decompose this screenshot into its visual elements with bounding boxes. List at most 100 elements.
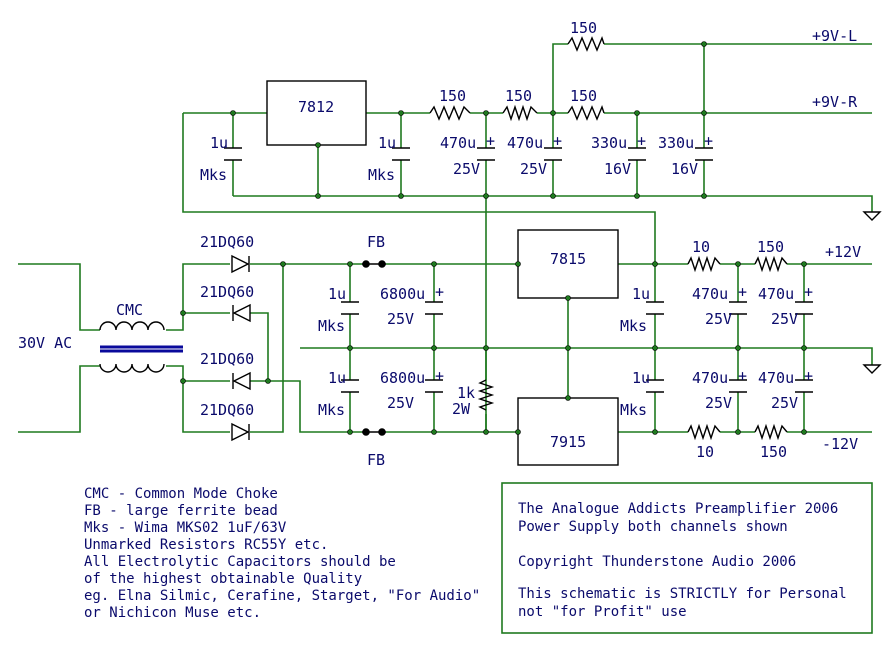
- ground-symbol-top: [862, 211, 882, 221]
- cap-value: 1u: [632, 285, 650, 303]
- cap-470u-neg-a: [729, 379, 747, 393]
- cap-voltage: 25V: [453, 160, 480, 178]
- devices: [99, 36, 882, 466]
- cap-polarity: +: [553, 132, 562, 150]
- cap-value: 470u: [507, 134, 543, 152]
- resistor-value: 150: [439, 87, 466, 105]
- cap-type: Mks: [620, 401, 647, 419]
- note-line: of the highest obtainable Quality: [84, 571, 362, 587]
- cap-polarity: +: [804, 283, 813, 301]
- note-line: FB - large ferrite bead: [84, 503, 278, 519]
- diode-label: 21DQ60: [200, 283, 254, 301]
- cap-polarity: +: [804, 367, 813, 385]
- cap-470u-pos-b: [795, 301, 813, 315]
- cap-type: Mks: [200, 166, 227, 184]
- cap-value: 470u: [692, 285, 728, 303]
- cap-value: 470u: [758, 285, 794, 303]
- resistor-150-c: [567, 105, 605, 121]
- common-mode-choke: [99, 321, 183, 373]
- title-line: The Analogue Addicts Preamplifier 2006: [518, 501, 838, 517]
- regulator-label-7915: 7915: [550, 433, 586, 451]
- license-line: This schematic is STRICTLY for Personal: [518, 586, 847, 602]
- subtitle-line: Power Supply both channels shown: [518, 519, 788, 535]
- resistor-150-pos: [754, 255, 788, 273]
- note-line: or Nichicon Muse etc.: [84, 605, 261, 621]
- cap-voltage: 25V: [771, 310, 798, 328]
- resistor-150-a: [429, 105, 471, 121]
- cap-mks-pos-in: [341, 301, 359, 315]
- cap-mks-7812-in: [224, 147, 242, 161]
- resistor-150-b: [502, 104, 538, 122]
- cap-value: 1u: [328, 369, 346, 387]
- cap-voltage: 16V: [604, 160, 631, 178]
- resistor-value: 150: [570, 87, 597, 105]
- cap-470u-b: [544, 147, 562, 161]
- cap-voltage: 25V: [705, 310, 732, 328]
- cap-value: 330u: [658, 134, 694, 152]
- rail-label-plus9-left: +9V-L: [812, 27, 857, 45]
- cap-voltage: 25V: [520, 160, 547, 178]
- diode-label: 21DQ60: [200, 401, 254, 419]
- diode-label: 21DQ60: [200, 233, 254, 251]
- regulator-7915: [517, 397, 619, 466]
- cap-6800u-neg: [425, 379, 443, 393]
- bleeder-resistor-power: 2W: [452, 400, 471, 418]
- resistor-value: 150: [760, 443, 787, 461]
- ground-symbol-mid: [862, 364, 882, 374]
- cap-value: 470u: [440, 134, 476, 152]
- resistor-10-pos: [687, 255, 721, 273]
- cap-value: 1u: [328, 285, 346, 303]
- cap-value: 470u: [758, 369, 794, 387]
- cap-type: Mks: [620, 317, 647, 335]
- resistor-150-neg: [754, 423, 788, 441]
- regulator-label-7815: 7815: [550, 250, 586, 268]
- choke-label: CMC: [116, 301, 143, 319]
- resistor-value: 10: [692, 238, 710, 256]
- rail-label-plus9-right: +9V-R: [812, 93, 858, 111]
- cap-value: 330u: [591, 134, 627, 152]
- cap-value: 6800u: [380, 285, 425, 303]
- cap-470u-a: [477, 147, 495, 161]
- resistor-value: 10: [696, 443, 714, 461]
- cap-polarity: +: [704, 132, 713, 150]
- cap-polarity: +: [738, 283, 747, 301]
- cap-type: Mks: [368, 166, 395, 184]
- cap-330u-l: [695, 147, 713, 161]
- note-line: All Electrolytic Capacitors should be: [84, 554, 396, 570]
- diode-label: 21DQ60: [200, 350, 254, 368]
- ferrite-label-bottom: FB: [367, 451, 385, 469]
- cap-polarity: +: [486, 132, 495, 150]
- cap-voltage: 25V: [387, 310, 414, 328]
- cap-polarity: +: [738, 367, 747, 385]
- diode-d2: [232, 303, 251, 323]
- junctions: [180, 41, 807, 435]
- copyright-line: Copyright Thunderstone Audio 2006: [518, 554, 796, 570]
- cap-mks-7812-out: [392, 147, 410, 161]
- cap-voltage: 16V: [671, 160, 698, 178]
- cap-type: Mks: [318, 317, 345, 335]
- resistor-1k-bleeder: [477, 379, 495, 411]
- cap-470u-pos-a: [729, 301, 747, 315]
- cap-470u-neg-b: [795, 379, 813, 393]
- note-line: CMC - Common Mode Choke: [84, 486, 278, 502]
- cap-value: 1u: [632, 369, 650, 387]
- wires: [18, 43, 873, 433]
- cap-polarity: +: [435, 367, 444, 385]
- note-line: Unmarked Resistors RC55Y etc.: [84, 537, 328, 553]
- license-line: not "for Profit" use: [518, 604, 687, 620]
- component-notes: CMC - Common Mode Choke FB - large ferri…: [84, 486, 480, 621]
- rail-label-minus12: -12V: [822, 435, 858, 453]
- cap-mks-neg-in: [341, 379, 359, 393]
- note-line: eg. Elna Silmic, Cerafine, Starget, "For…: [84, 588, 480, 604]
- resistor-150-top: [567, 36, 605, 52]
- cap-voltage: 25V: [771, 394, 798, 412]
- cap-value: 470u: [692, 369, 728, 387]
- resistor-value: 150: [570, 19, 597, 37]
- cap-polarity: +: [435, 283, 444, 301]
- cap-value: 1u: [378, 134, 396, 152]
- cap-polarity: +: [637, 132, 646, 150]
- ferrite-label-top: FB: [367, 233, 385, 251]
- rail-label-plus12: +12V: [825, 243, 861, 261]
- note-line: Mks - Wima MKS02 1uF/63V: [84, 520, 287, 536]
